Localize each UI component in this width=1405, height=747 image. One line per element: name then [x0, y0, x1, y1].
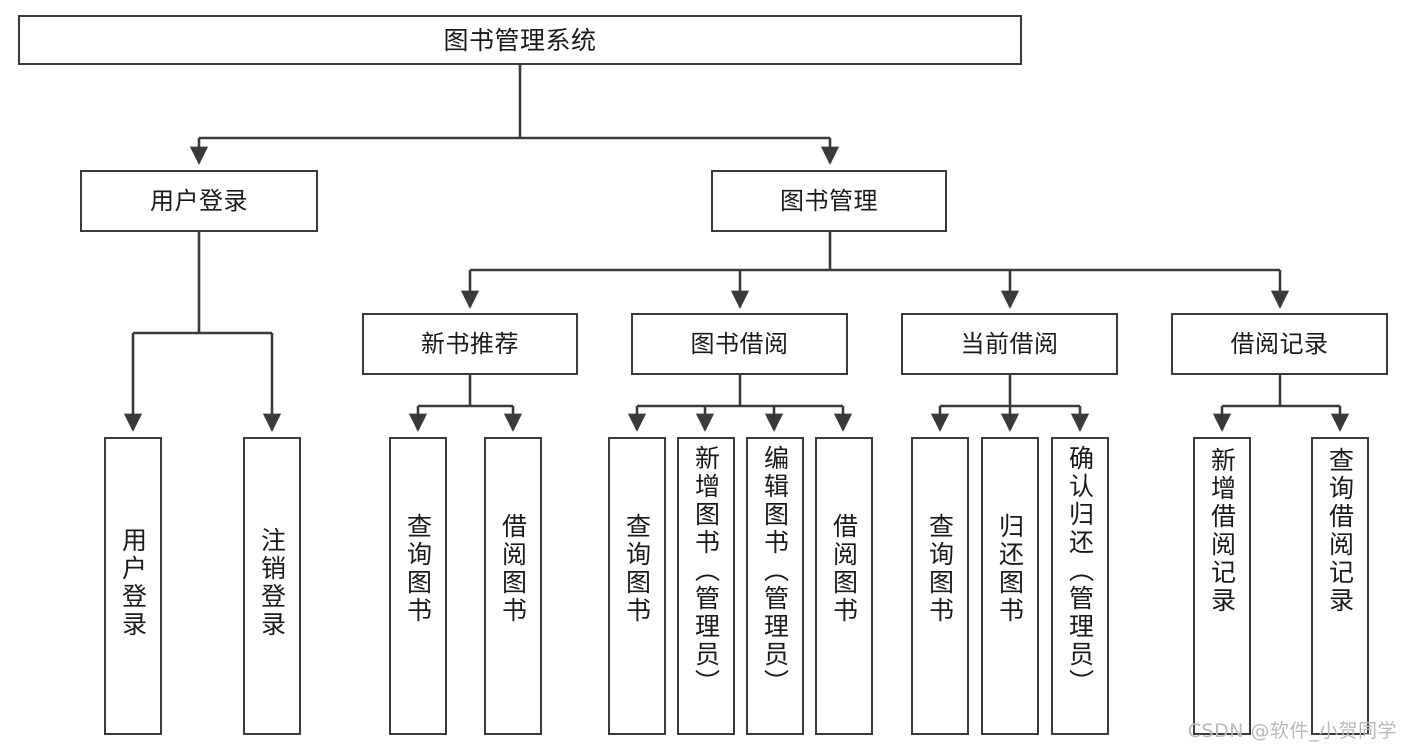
leaf-confirm-return[interactable]: 确认归还（管理员） — [1051, 437, 1109, 735]
leaf-confirm-return-label: 确认归还（管理员） — [1065, 445, 1095, 697]
node-root[interactable]: 图书管理系统 — [18, 15, 1022, 65]
node-user-login[interactable]: 用户登录 — [80, 170, 318, 232]
leaf-user-login-label: 用户登录 — [118, 527, 148, 639]
node-root-label: 图书管理系统 — [443, 25, 597, 55]
leaf-edit-book-label: 编辑图书（管理员） — [760, 445, 790, 697]
watermark: CSDN @软件_小贺同学 — [1187, 720, 1397, 742]
leaf-user-logout-label: 注销登录 — [257, 527, 287, 639]
leaf-borrow-book-1[interactable]: 借阅图书 — [484, 437, 542, 735]
node-current-borrow-label: 当前借阅 — [960, 330, 1059, 358]
leaf-add-record[interactable]: 新增借阅记录 — [1193, 437, 1251, 735]
node-new-book-recommend-label: 新书推荐 — [421, 330, 519, 358]
node-new-book-recommend[interactable]: 新书推荐 — [362, 313, 578, 375]
leaf-query-book-1-label: 查询图书 — [403, 513, 433, 625]
leaf-borrow-book-2-label: 借阅图书 — [829, 513, 859, 625]
leaf-add-book[interactable]: 新增图书（管理员） — [677, 437, 735, 735]
leaf-query-book-3[interactable]: 查询图书 — [911, 437, 969, 735]
leaf-user-logout[interactable]: 注销登录 — [243, 437, 301, 735]
node-current-borrow[interactable]: 当前借阅 — [901, 313, 1118, 375]
leaf-return-book-label: 归还图书 — [995, 513, 1025, 625]
leaf-query-record[interactable]: 查询借阅记录 — [1311, 437, 1369, 735]
leaf-borrow-book-2[interactable]: 借阅图书 — [815, 437, 873, 735]
leaf-query-record-label: 查询借阅记录 — [1325, 447, 1355, 615]
leaf-query-book-2[interactable]: 查询图书 — [608, 437, 666, 735]
leaf-borrow-book-1-label: 借阅图书 — [498, 513, 528, 625]
leaf-add-book-label: 新增图书（管理员） — [691, 445, 721, 697]
node-user-login-label: 用户登录 — [150, 187, 248, 215]
leaf-user-login[interactable]: 用户登录 — [104, 437, 162, 735]
node-book-manage-label: 图书管理 — [780, 187, 878, 215]
node-borrow-record-label: 借阅记录 — [1230, 330, 1329, 358]
leaf-return-book[interactable]: 归还图书 — [981, 437, 1039, 735]
node-book-borrow[interactable]: 图书借阅 — [631, 313, 848, 375]
leaf-edit-book[interactable]: 编辑图书（管理员） — [746, 437, 804, 735]
leaf-add-record-label: 新增借阅记录 — [1207, 447, 1237, 615]
node-book-manage[interactable]: 图书管理 — [711, 170, 947, 232]
node-book-borrow-label: 图书借阅 — [690, 330, 789, 358]
leaf-query-book-3-label: 查询图书 — [925, 513, 955, 625]
node-borrow-record[interactable]: 借阅记录 — [1171, 313, 1388, 375]
leaf-query-book-1[interactable]: 查询图书 — [389, 437, 447, 735]
leaf-query-book-2-label: 查询图书 — [622, 513, 652, 625]
